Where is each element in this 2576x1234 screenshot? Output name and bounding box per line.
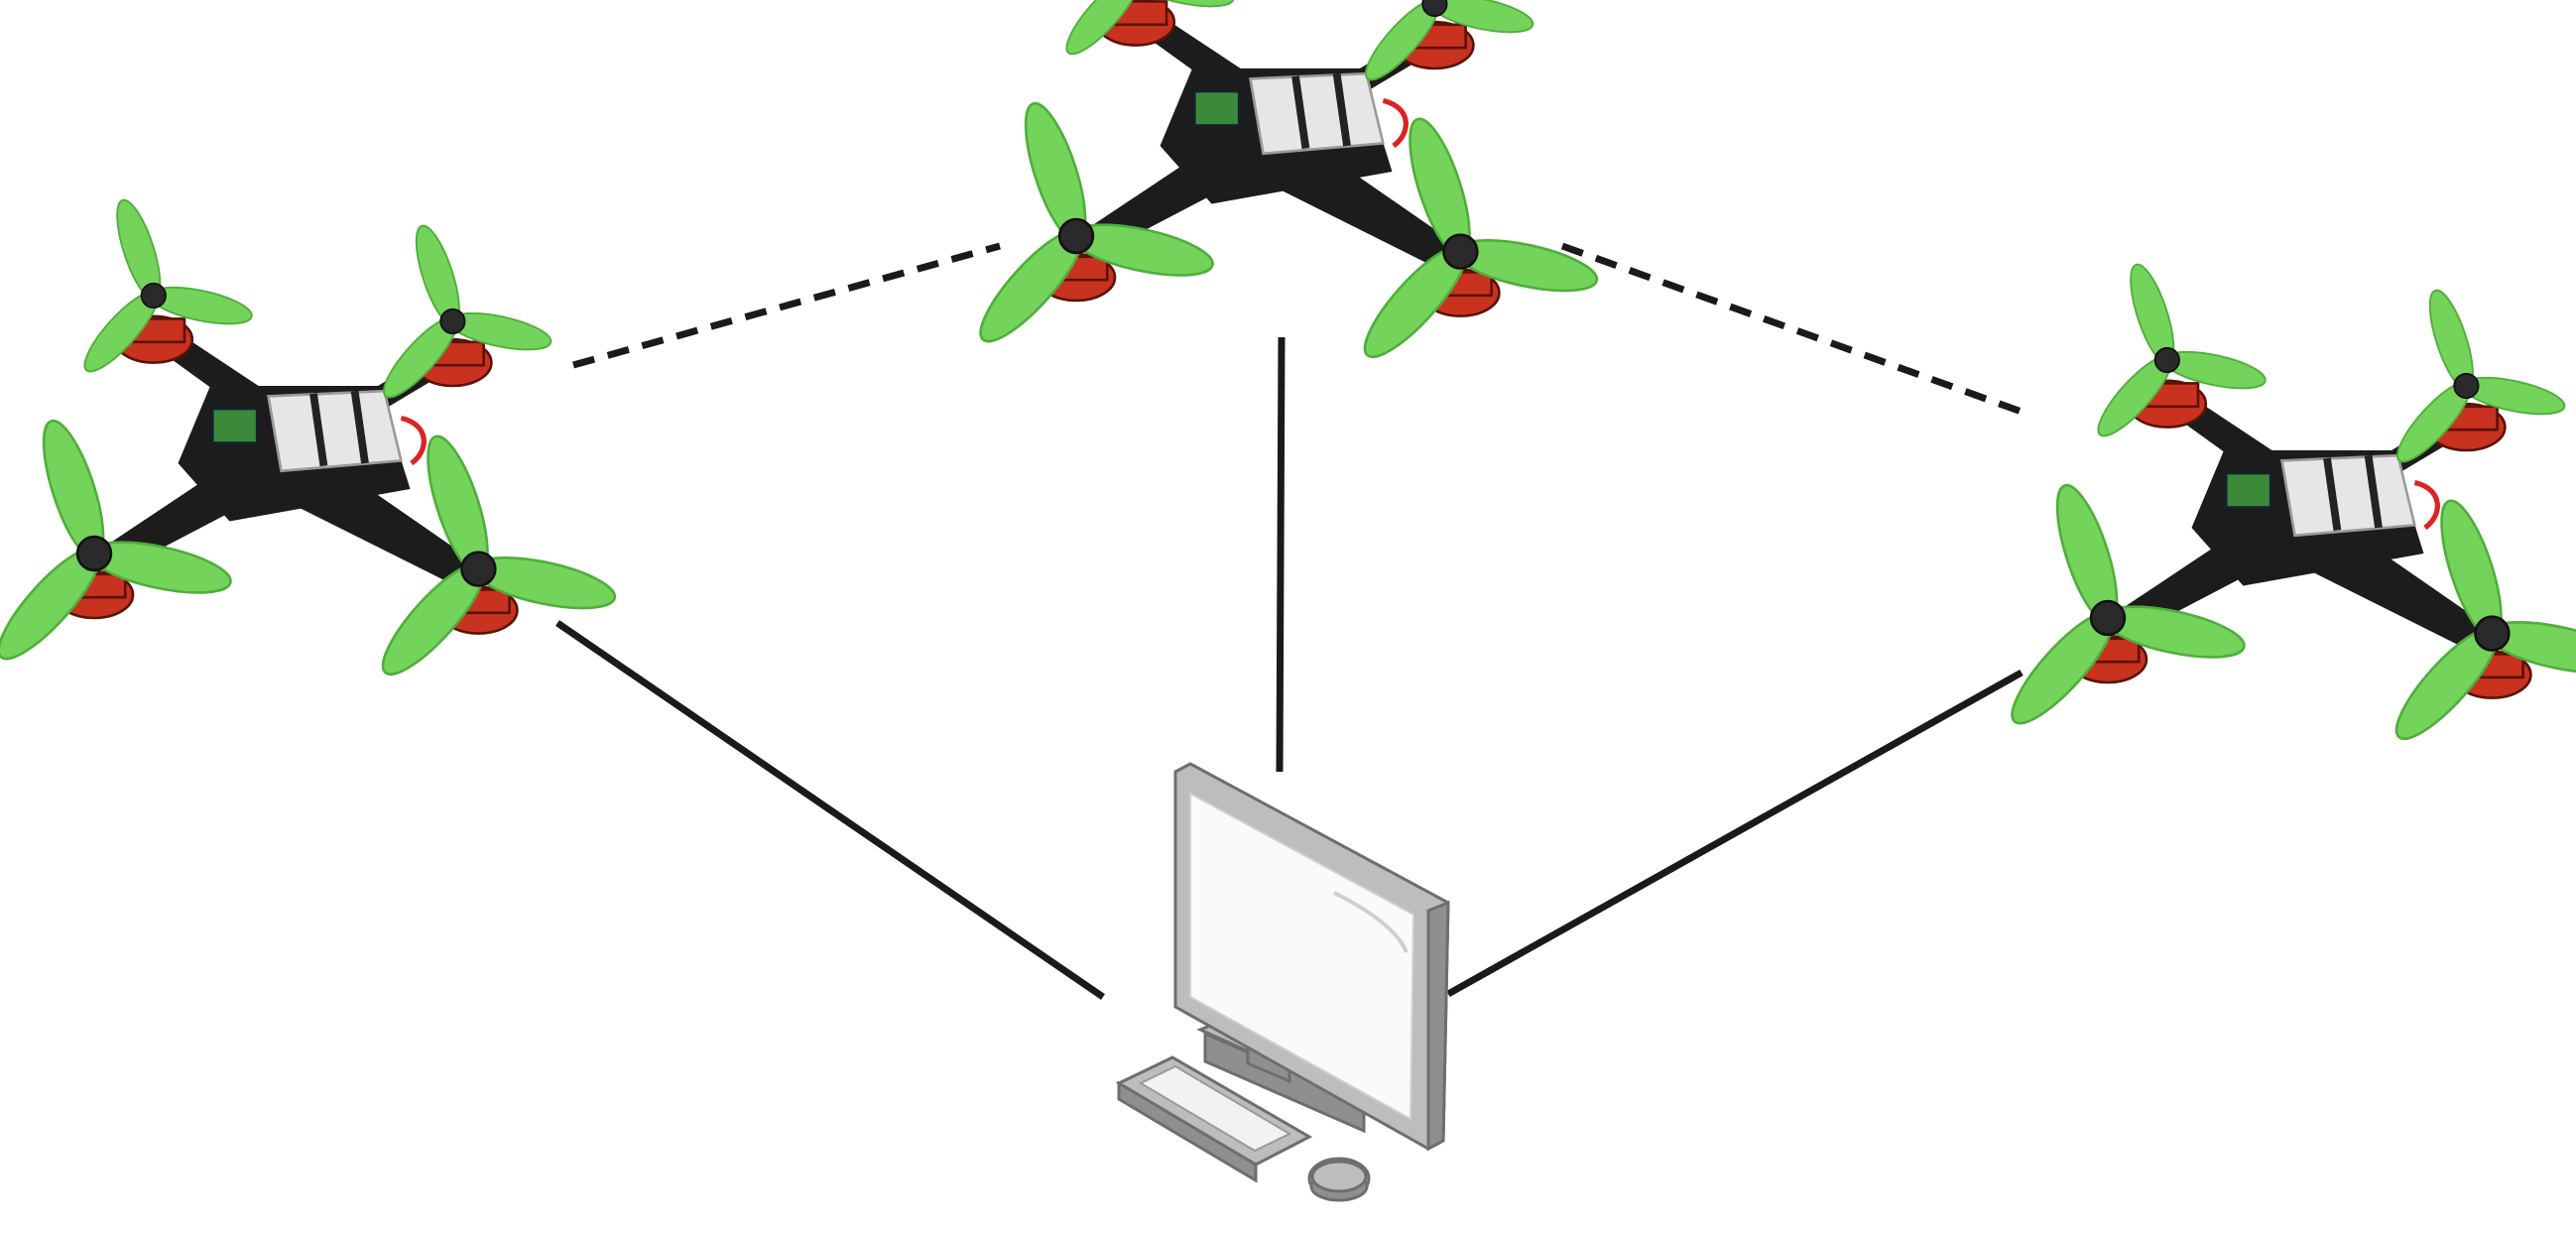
drone-left-icon [0,195,619,686]
link-drone-left-to-ground-station [555,620,1105,1000]
link-drone-top-to-drone-right [1560,242,2024,416]
link-drone-left-to-drone-top [572,242,1001,369]
link-drone-top-to-ground-station [1276,336,1286,773]
links-layer [555,242,2024,1000]
desktop-computer-icon [1115,762,1450,1202]
link-drone-right-to-ground-station [1446,669,2024,998]
drone-top-icon [968,0,1601,369]
drone-right-icon [2000,260,2576,751]
